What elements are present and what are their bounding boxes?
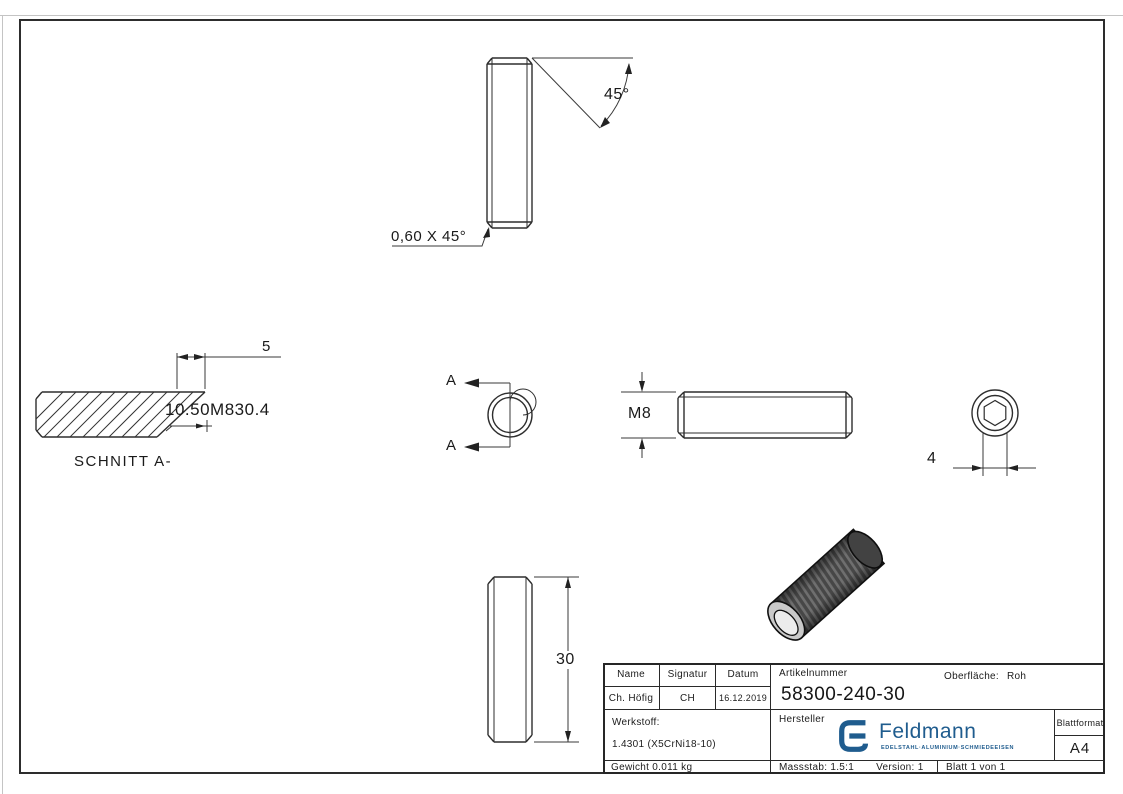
signatur-value: CH: [679, 692, 696, 704]
view-section-schnitt: [35, 353, 281, 438]
sheet-edge-top: [0, 15, 1123, 16]
header-name-cell: Name: [603, 663, 659, 686]
gewicht-cell: Gewicht 0.011 kg: [603, 760, 770, 774]
screw-3d-render: [767, 528, 886, 641]
werkstoff-label: Werkstoff:: [612, 717, 660, 728]
chamfer-dimension-label: 0,60 X 45°: [391, 228, 467, 245]
oberflaeche-value: Roh: [1007, 671, 1027, 682]
artikelnummer-label: Artikelnummer: [779, 668, 848, 679]
hersteller-cell: Hersteller Feldmann EDELSTAHL·ALUMINIUM·…: [770, 709, 1054, 760]
blattformat-value-cell: A4: [1054, 735, 1105, 760]
artikelnummer-cell: Artikelnummer Oberfläche: Roh 58300-240-…: [770, 663, 1105, 709]
werkstoff-cell: Werkstoff: 1.4301 (X5CrNi18-10): [603, 709, 770, 760]
datum-value: 16.12.2019: [718, 693, 768, 703]
oberflaeche-label: Oberfläche:: [944, 671, 999, 682]
angle-dimension-label: 45°: [604, 86, 630, 103]
name-value: Ch. Höfig: [608, 692, 654, 704]
length-30-dimension-label: 30: [554, 651, 577, 669]
title-block: Name Signatur Datum Artikelnummer Oberfl…: [603, 663, 1105, 774]
blattformat-label: Blattformat: [1056, 717, 1104, 728]
header-datum-label: Datum: [727, 669, 759, 680]
gewicht-value: Gewicht 0.011 kg: [611, 762, 693, 773]
feldmann-logo-text: Feldmann: [879, 720, 977, 743]
header-datum-cell: Datum: [715, 663, 770, 686]
thread-m8-label: M8: [628, 405, 652, 422]
cut-label-a-bottom: A: [446, 437, 457, 454]
werkstoff-value: 1.4301 (X5CrNi18-10): [612, 739, 716, 750]
section-title: SCHNITT A-: [74, 453, 173, 470]
hex-4-dimension-label: 4: [927, 450, 937, 467]
overlapping-dimension-label: 10.50M830.4: [165, 400, 270, 419]
header-signatur-label: Signatur: [667, 669, 708, 680]
view-side-m8: [621, 372, 853, 458]
massstab-value: Massstab: 1.5:1: [779, 762, 855, 773]
blattformat-value: A4: [1069, 739, 1091, 757]
version-value: Version: 1: [876, 762, 924, 773]
blatt-value: Blatt 1 von 1: [946, 762, 1006, 773]
sheet-edge-left: [2, 15, 3, 794]
header-signatur-cell: Signatur: [659, 663, 715, 686]
feldmann-logo-mark-icon: [839, 720, 869, 752]
blattformat-label-cell: Blattformat: [1054, 709, 1105, 735]
artikelnummer-value: 58300-240-30: [781, 684, 906, 705]
hersteller-label: Hersteller: [779, 714, 825, 725]
datum-value-cell: 16.12.2019: [715, 686, 770, 709]
name-value-cell: Ch. Höfig: [603, 686, 659, 709]
feldmann-logo-tagline: EDELSTAHL·ALUMINIUM·SCHMIEDEEISEN: [881, 745, 1015, 751]
blatt-cell: Blatt 1 von 1: [937, 760, 1105, 774]
view-end-section-aa: [464, 378, 537, 452]
header-name-label: Name: [617, 669, 645, 680]
massstab-cell: Massstab: 1.5:1 Version: 1: [770, 760, 937, 774]
signatur-value-cell: CH: [659, 686, 715, 709]
drawing-frame: [19, 19, 1105, 774]
view-chamfer-detail: [392, 57, 633, 247]
width-5-dimension-label: 5: [262, 338, 271, 355]
cut-label-a-top: A: [446, 372, 457, 389]
view-hex-socket: [953, 389, 1036, 476]
